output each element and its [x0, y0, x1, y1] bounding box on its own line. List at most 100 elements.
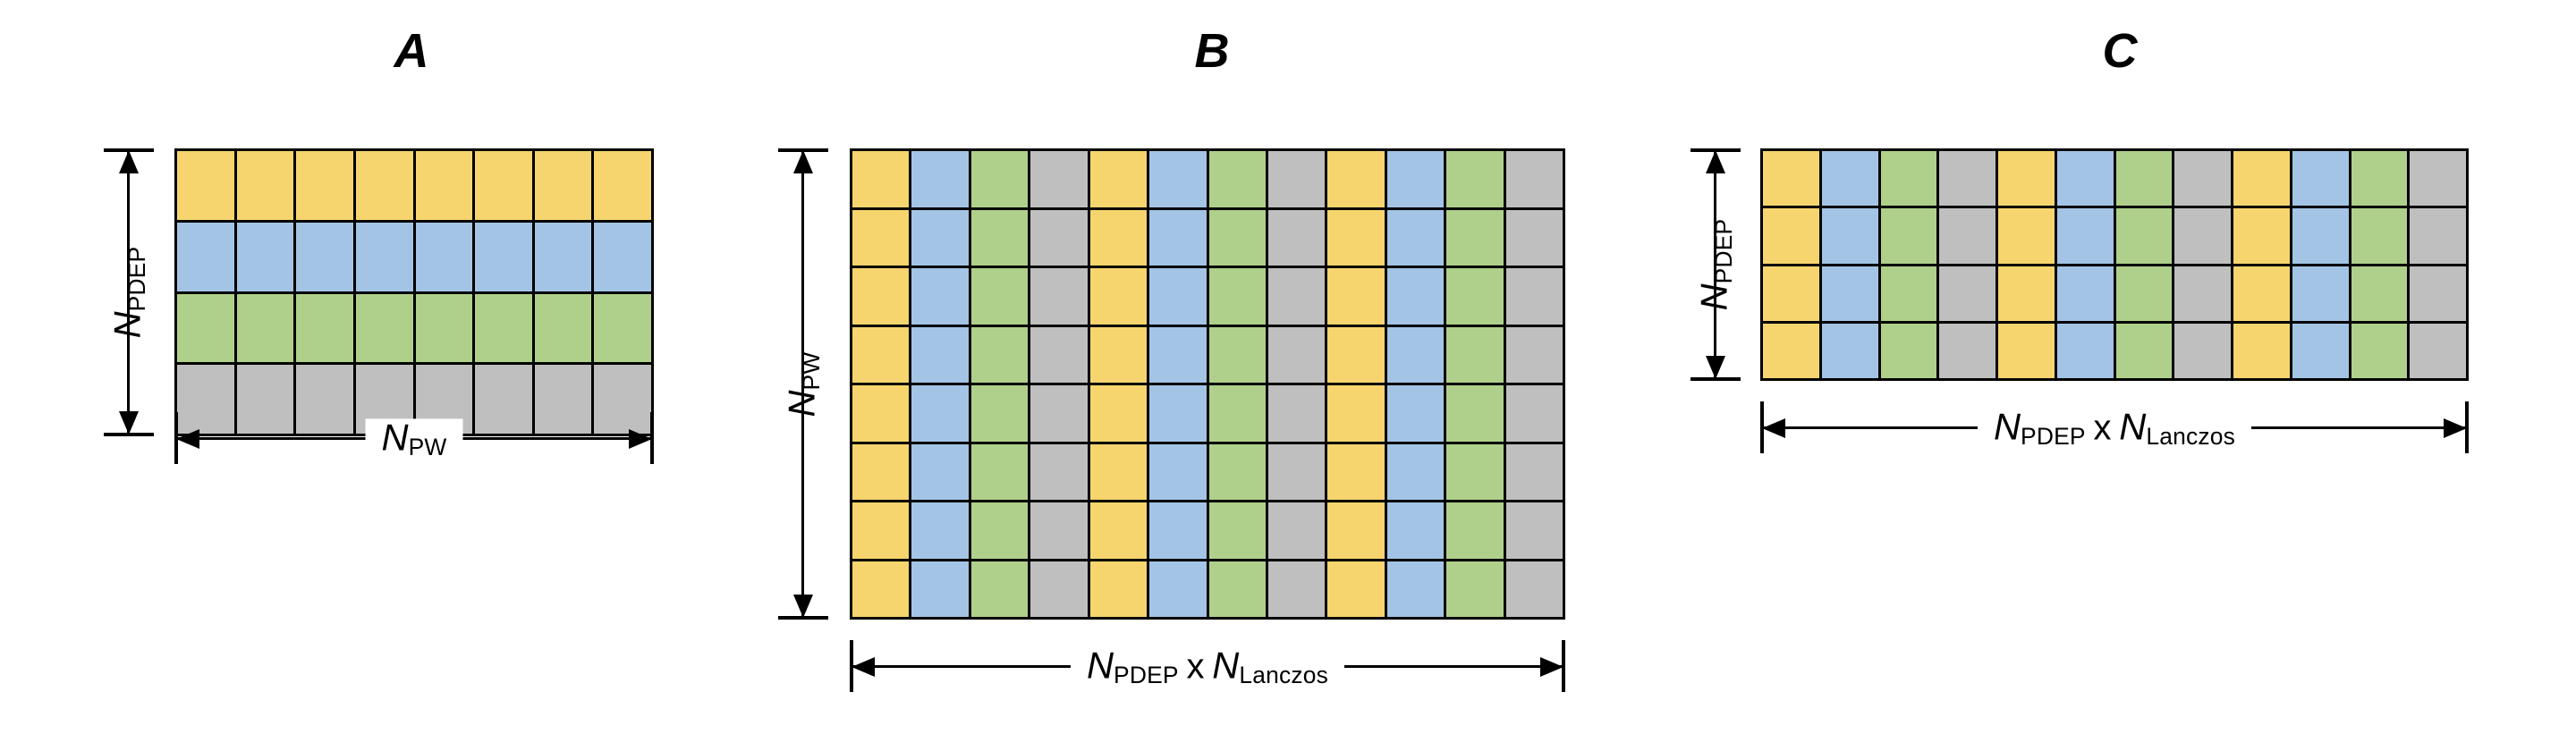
grid-cell: [911, 209, 969, 266]
grid-cell: [1267, 561, 1326, 617]
dimension-cap-right: [2465, 401, 2469, 453]
grid-cell: [911, 561, 969, 617]
grid-cell: [1763, 151, 1819, 207]
axis-label-variable: N: [1993, 405, 2021, 448]
axis-label-variable-2: N: [2119, 405, 2147, 448]
grid-cell: [1208, 209, 1266, 266]
grid-cell: [1505, 502, 1563, 559]
grid-cell: [1386, 268, 1445, 325]
arrow-left-icon: [852, 657, 875, 677]
panel-title-a: A: [394, 24, 429, 78]
grid-cell: [1030, 209, 1088, 266]
arrow-left-icon: [176, 429, 199, 449]
grid-cell: [1089, 209, 1148, 266]
grid-cell: [2115, 323, 2173, 378]
grid-cell: [1446, 385, 1504, 442]
grid-cell: [1386, 443, 1445, 500]
axis-label-subscript: PW: [798, 351, 826, 390]
grid-cell: [1089, 561, 1148, 617]
grid-cell: [236, 222, 294, 291]
grid-cell: [355, 293, 413, 363]
grid-cell: [2410, 266, 2466, 321]
grid-cell: [1386, 151, 1445, 207]
grid-cell: [1327, 268, 1385, 325]
grid-cell: [2174, 323, 2231, 378]
dimension-cap-bottom: [1690, 377, 1741, 381]
grid-cell: [296, 222, 353, 291]
grid-cell: [594, 293, 651, 363]
arrow-right-icon: [1540, 657, 1563, 677]
grid-cell: [534, 222, 592, 291]
panel-b-y-axis-label: NPW: [780, 351, 826, 417]
grid-cell: [2292, 208, 2349, 264]
panel-b-grid: [850, 148, 1565, 620]
grid-cell: [970, 385, 1029, 442]
grid-cell: [1998, 323, 2055, 378]
arrow-down-icon: [793, 595, 813, 618]
grid-cell: [852, 151, 910, 207]
grid-cell: [1149, 502, 1207, 559]
grid-cell: [1939, 208, 1996, 264]
grid-cell: [1030, 151, 1088, 207]
grid-cell: [1821, 266, 1878, 321]
grid-cell: [1998, 151, 2055, 207]
grid-cell: [1149, 443, 1207, 500]
grid-cell: [1089, 502, 1148, 559]
grid-cell: [1327, 151, 1385, 207]
grid-cell: [2056, 266, 2114, 321]
axis-label-variable: N: [106, 311, 148, 339]
grid-cell: [1821, 151, 1878, 207]
arrow-left-icon: [1762, 418, 1785, 438]
grid-cell: [534, 365, 592, 434]
grid-cell: [1386, 385, 1445, 442]
grid-cell: [852, 502, 910, 559]
grid-cell: [475, 222, 532, 291]
grid-cell: [177, 365, 234, 434]
grid-cell: [1267, 502, 1326, 559]
grid-cell: [852, 561, 910, 617]
grid-cell: [1030, 385, 1088, 442]
grid-cell: [2174, 208, 2231, 264]
grid-cell: [177, 293, 234, 363]
dimension-cap-bottom: [778, 616, 828, 620]
grid-cell: [1386, 209, 1445, 266]
grid-cell: [1939, 266, 1996, 321]
grid-cell: [1939, 323, 1996, 378]
grid-cell: [1505, 443, 1563, 500]
grid-cell: [1939, 151, 1996, 207]
grid-cell: [1208, 151, 1266, 207]
grid-cell: [2351, 151, 2408, 207]
grid-cell: [2174, 151, 2231, 207]
grid-cell: [1327, 443, 1385, 500]
grid-cell: [1267, 209, 1326, 266]
panel-a-grid: [174, 148, 654, 436]
grid-cell: [1763, 266, 1819, 321]
grid-cell: [355, 222, 413, 291]
panel-c-vertical-dimension: NPDEP: [1683, 148, 1748, 381]
grid-cell: [415, 293, 473, 363]
grid-cell: [594, 365, 651, 434]
grid-cell: [594, 222, 651, 291]
grid-cell: [1149, 326, 1207, 383]
grid-cell: [2292, 323, 2349, 378]
axis-label-variable: N: [1692, 283, 1735, 311]
grid-cell: [2410, 323, 2466, 378]
grid-cell: [1998, 266, 2055, 321]
grid-cell: [1327, 561, 1385, 617]
grid-cell: [2115, 151, 2173, 207]
grid-cell: [534, 151, 592, 220]
axis-label-variable-2: N: [1212, 644, 1240, 687]
grid-cell: [1386, 502, 1445, 559]
axis-label-subscript-2: Lanczos: [2146, 423, 2236, 451]
grid-cell: [1880, 323, 1937, 378]
grid-cell: [1208, 268, 1266, 325]
grid-cell: [1763, 323, 1819, 378]
grid-cell: [852, 209, 910, 266]
grid-cell: [2174, 266, 2231, 321]
grid-cell: [911, 502, 969, 559]
grid-cell: [1089, 268, 1148, 325]
grid-cell: [355, 151, 413, 220]
